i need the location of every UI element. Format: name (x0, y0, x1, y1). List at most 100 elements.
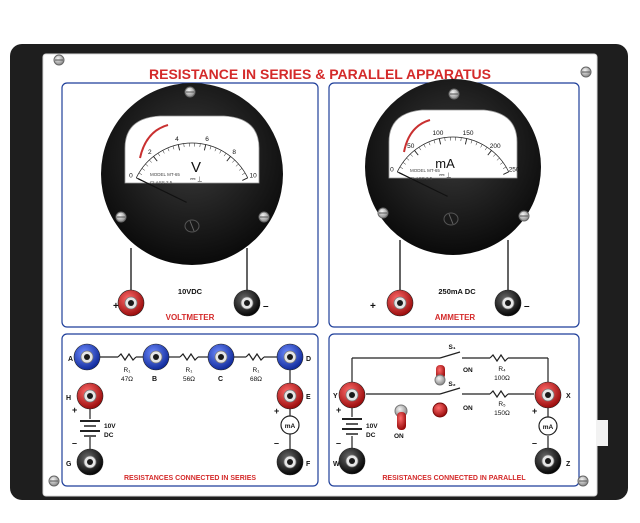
voltmeter-minus-sign: – (263, 301, 269, 312)
voltmeter-scale-tick (172, 145, 175, 150)
ammeter-positive-terminal-hole (397, 300, 403, 306)
ammeter-negative-terminal-hole (505, 300, 511, 306)
s2-toggle-switch[interactable] (432, 402, 448, 418)
voltmeter-dial-face (124, 115, 260, 184)
voltmeter-red-band (139, 124, 169, 159)
voltmeter-scale-tick (167, 147, 170, 152)
parallel-meter-minus: – (532, 438, 537, 448)
series-terminal-h-socket[interactable] (76, 382, 104, 410)
ammeter-negative-terminal-socket[interactable] (494, 289, 522, 317)
meter-screw (184, 86, 196, 98)
parallel-meter-plus: + (532, 406, 537, 416)
voltmeter-negative-terminal-hole (244, 300, 250, 306)
series-meter-plus: + (274, 406, 279, 416)
ammeter-scale-tick (418, 147, 422, 151)
ammeter-scale-tick (496, 157, 500, 161)
meter-screw (448, 88, 460, 100)
series-terminal-c-socket[interactable] (207, 343, 235, 371)
voltmeter-scale-tick (226, 156, 231, 162)
parallel-section-label: RESISTANCES CONNECTED IN PARALLEL (382, 475, 526, 482)
voltmeter-scale-tick (214, 147, 217, 152)
series-terminal-b-socket[interactable] (142, 343, 170, 371)
series-terminal-a-socket[interactable] (73, 343, 101, 371)
voltmeter-scale-tick (241, 172, 246, 175)
s1-toggle-switch[interactable] (434, 365, 446, 386)
parallel-ammeter-symbol-label: mA (543, 424, 554, 431)
series-source-voltage: 10V (104, 423, 116, 430)
voltmeter-scale-tick (149, 159, 152, 163)
panel-title: RESISTANCE IN SERIES & PARALLEL APPARATU… (149, 66, 491, 82)
parallel-s2-on: ON (463, 405, 473, 412)
series-r2-value: 56Ω (183, 376, 195, 383)
ammeter-scale-tick-label: 150 (463, 130, 474, 137)
parallel-terminal-z-hole (545, 458, 551, 464)
voltmeter-scale-tick (177, 144, 181, 151)
ammeter-positive-terminal-socket[interactable] (386, 289, 414, 317)
parallel-section (328, 333, 580, 487)
voltmeter-scale-tick (239, 168, 243, 171)
voltmeter-model-plate: MODEL MT-65 (150, 172, 180, 177)
ammeter-scale-tick-label: 250 (509, 167, 520, 174)
series-wiring (89, 352, 291, 449)
power-toggle-switch[interactable] (394, 404, 408, 430)
series-terminal-b-label: B (152, 376, 157, 383)
ammeter-dial-face (388, 109, 518, 179)
voltmeter-section (61, 82, 319, 328)
voltmeter-scale-tick (138, 172, 143, 175)
corner-screw (53, 54, 65, 66)
parallel-terminal-x-hole (545, 392, 551, 398)
parallel-terminal-z-label: Z (566, 461, 571, 468)
ammeter-scale-tick (406, 157, 410, 161)
ammeter-scale-tick (402, 162, 406, 165)
ammeter-red-band (403, 119, 431, 153)
ammeter-scale-tick (433, 139, 436, 144)
ammeter-scale-tick (470, 139, 473, 144)
voltmeter-scale-tick (162, 150, 165, 154)
voltmeter-scale-tick (203, 144, 207, 151)
voltmeter-class-plate: CLASS 2.5 (150, 180, 173, 185)
series-terminal-d-socket[interactable] (276, 343, 304, 371)
series-terminal-e-socket[interactable] (276, 382, 304, 410)
ammeter-scale-tick (502, 166, 507, 169)
voltmeter-negative-terminal-socket[interactable] (233, 289, 261, 317)
parallel-terminal-w-socket[interactable] (338, 447, 366, 475)
voltmeter-plus-sign: + (113, 301, 119, 312)
parallel-terminal-w-hole (349, 458, 355, 464)
ammeter-plus-sign: + (370, 301, 376, 312)
series-terminal-f-hole (287, 459, 293, 465)
ammeter-scale-tick (475, 141, 478, 146)
series-battery-icon (80, 420, 100, 437)
series-terminal-d-hole (287, 354, 293, 360)
parallel-terminal-y-hole (349, 392, 355, 398)
parallel-terminal-w-label: W (333, 461, 340, 468)
ammeter-scale-tick (480, 144, 483, 148)
parallel-wiring (351, 351, 549, 448)
series-r2-name: R₁ (186, 367, 194, 374)
voltmeter-scale-tick-label: 0 (129, 173, 133, 180)
ammeter-scale-tick (410, 153, 413, 157)
series-ammeter-symbol-label: mA (285, 423, 296, 430)
series-section-label: RESISTANCES CONNECTED IN SERIES (124, 475, 256, 482)
parallel-s1-label: S₁ (448, 344, 455, 351)
parallel-battery-icon (342, 418, 362, 435)
meter-screw (377, 207, 389, 219)
parallel-r5-value: 150Ω (494, 410, 510, 417)
voltmeter-scale-tick-label: 6 (205, 136, 209, 143)
ammeter-unit: mA (435, 156, 455, 171)
voltmeter-positive-terminal-socket[interactable] (117, 289, 145, 317)
corner-screw (577, 475, 589, 487)
ammeter-scale-tick (484, 147, 488, 151)
parallel-terminal-z-socket[interactable] (534, 447, 562, 475)
ammeter-scale-tick (487, 150, 492, 156)
terminal-sockets (73, 289, 562, 476)
parallel-terminal-x-socket[interactable] (534, 381, 562, 409)
parallel-terminal-y-socket[interactable] (338, 381, 366, 409)
series-terminal-g-label: G (66, 461, 72, 468)
voltmeter-scale-tick (219, 150, 222, 154)
parallel-source-plus: + (336, 405, 341, 415)
series-terminal-g-socket[interactable] (76, 448, 104, 476)
series-terminal-h-label: H (66, 395, 71, 402)
series-terminal-f-socket[interactable] (276, 448, 304, 476)
